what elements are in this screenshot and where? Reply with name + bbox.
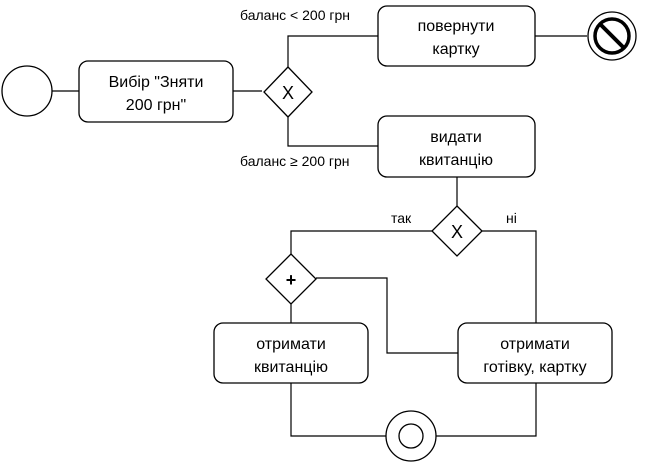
edge-label-yes: так (391, 210, 412, 226)
flow-get-receipt-to-end (290, 383, 386, 437)
task-select-withdraw-line-2: 200 грн" (126, 97, 186, 114)
task-get-receipt-line-1: отримати (256, 336, 326, 353)
task-get-receipt-line-2: квитанцію (254, 359, 328, 376)
flow-no-to-get-cash (482, 230, 537, 323)
task-issue-receipt: видати квитанцію (377, 115, 536, 178)
flow-gateway-to-return-card (287, 35, 378, 67)
edge-label-balance-ok: баланс ≥ 200 грн (240, 153, 350, 169)
flows (52, 35, 587, 437)
end-event-icon (385, 410, 437, 462)
exclusive-gateway-balance-symbol: X (282, 83, 294, 103)
exclusive-gateway-receipt: X (431, 205, 483, 257)
edge-label-no: ні (506, 210, 517, 226)
task-get-cash-card: отримати готівку, картку (457, 322, 613, 384)
task-issue-receipt-line-2: квитанцію (419, 152, 493, 169)
parallel-gateway-symbol: + (286, 270, 297, 290)
task-return-card: повернути картку (377, 5, 536, 67)
edge-label-balance-low: баланс < 200 грн (240, 7, 350, 23)
parallel-gateway: + (265, 253, 317, 305)
flow-parallel-to-get-cash (316, 277, 458, 354)
task-issue-receipt-line-1: видати (430, 129, 482, 146)
exclusive-gateway-balance: X (263, 66, 313, 118)
flow-yes-to-parallel (290, 230, 432, 254)
task-return-card-line-1: повернути (418, 18, 495, 35)
start-event-icon (1, 65, 53, 117)
flow-gateway-to-issue-receipt (287, 117, 378, 147)
exclusive-gateway-receipt-symbol: X (451, 222, 463, 242)
task-get-cash-card-line-1: отримати (500, 336, 570, 353)
task-get-cash-card-line-2: готівку, картку (483, 359, 586, 376)
flow-get-cash-to-end (435, 382, 537, 437)
task-select-withdraw-line-1: Вибір "Зняти (109, 74, 204, 91)
terminate-end-event-icon (587, 11, 637, 61)
task-return-card-line-2: картку (432, 41, 479, 58)
task-select-withdraw: Вибір "Зняти 200 грн" (78, 60, 234, 123)
task-get-receipt: отримати квитанцію (213, 322, 369, 384)
